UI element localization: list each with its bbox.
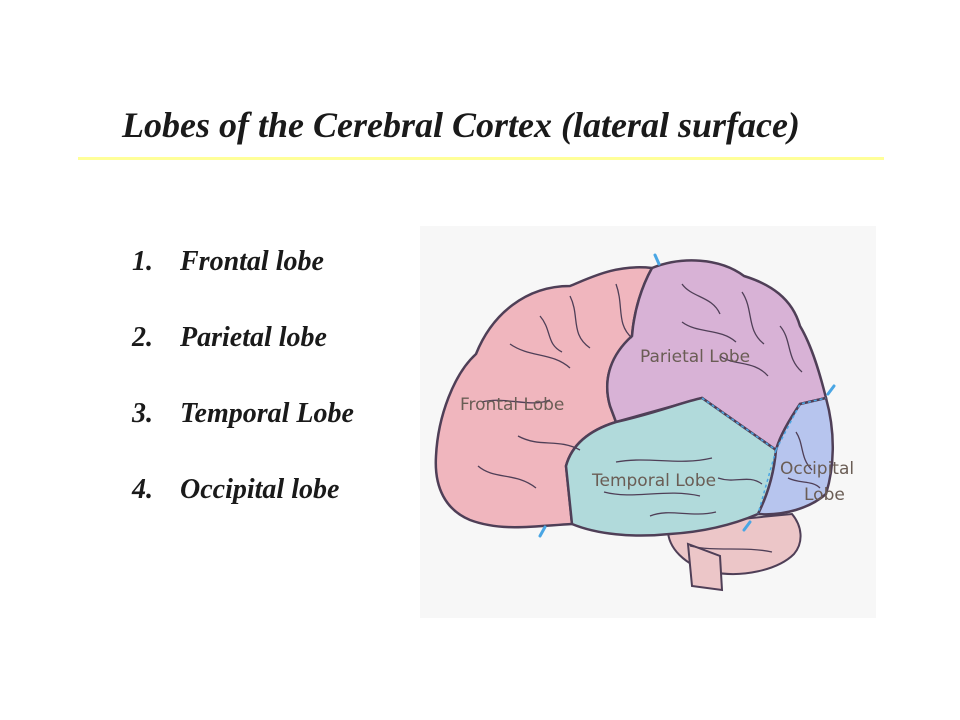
lateral-sulcus-marker-icon <box>538 525 547 538</box>
brain-diagram-panel: Frontal Lobe Parietal Lobe Temporal Lobe… <box>420 226 876 618</box>
boundary-marker-arrows <box>538 253 836 538</box>
parieto-occipital-marker-icon <box>826 384 836 396</box>
occipital-lobe-label-line1: Occipital <box>780 459 854 479</box>
sulci-lines <box>477 283 821 553</box>
lobe-list: 1. Frontal lobe 2. Parietal lobe 3. Temp… <box>132 246 354 550</box>
list-item-frontal: 1. Frontal lobe <box>132 246 354 322</box>
list-item-occipital: 4. Occipital lobe <box>132 474 354 550</box>
list-item-temporal: 3. Temporal Lobe <box>132 398 354 474</box>
slide-title: Lobes of the Cerebral Cortex (lateral su… <box>122 105 800 145</box>
list-item-label: Parietal lobe <box>180 322 327 353</box>
central-sulcus-marker-icon <box>653 253 661 266</box>
list-item-label: Frontal lobe <box>180 246 324 277</box>
occipital-lobe-label-line2: Lobe <box>804 485 845 505</box>
frontal-lobe-label: Frontal Lobe <box>460 395 564 415</box>
temporal-lobe-label: Temporal Lobe <box>591 471 716 491</box>
preoccipital-notch-marker-icon <box>742 520 752 532</box>
list-item-number: 3. <box>132 398 153 429</box>
title-underline <box>78 157 884 160</box>
list-item-parietal: 2. Parietal lobe <box>132 322 354 398</box>
list-item-number: 1. <box>132 246 153 277</box>
list-item-number: 2. <box>132 322 153 353</box>
brainstem-region <box>686 542 724 592</box>
parietal-lobe-label: Parietal Lobe <box>640 347 750 367</box>
brain-diagram: Frontal Lobe Parietal Lobe Temporal Lobe… <box>434 253 854 592</box>
list-item-label: Occipital lobe <box>180 474 340 505</box>
temporal-lobe-region <box>564 396 778 537</box>
list-item-label: Temporal Lobe <box>180 398 354 429</box>
temporo-occipital-boundary <box>757 449 777 515</box>
list-item-number: 4. <box>132 474 153 505</box>
